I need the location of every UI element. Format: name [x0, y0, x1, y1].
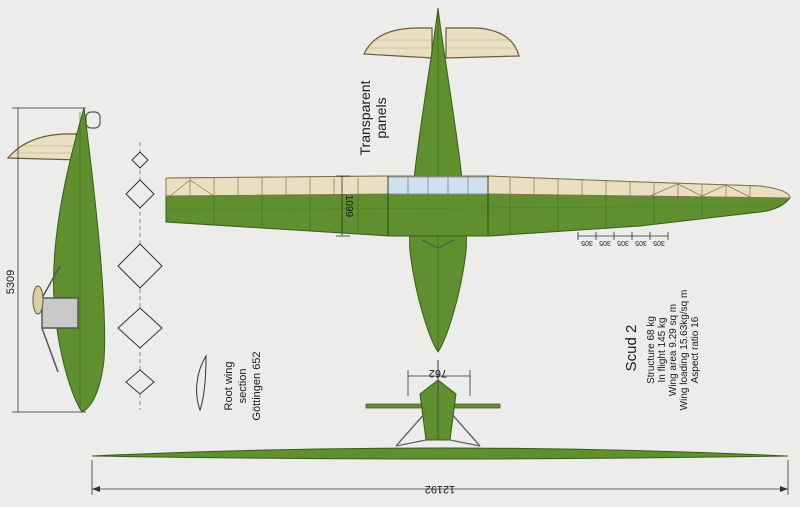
span-dimension-label: 12192: [425, 483, 456, 495]
rudder: [6, 133, 81, 161]
tailplane-left: [363, 27, 433, 59]
rib-spacing-label-3: 305: [617, 239, 629, 246]
transparent-panels: [387, 176, 489, 195]
plan-view: 1099 305 305 305 305 305 Transparent pan…: [165, 7, 791, 353]
length-dimension: 5309: [5, 107, 86, 413]
spec-line-structure: Structure 68 kg: [646, 316, 657, 384]
spec-line-aspect-ratio: Aspect ratio 16: [690, 316, 701, 383]
length-dimension-label: 5309: [5, 270, 17, 294]
chord-dimension-label: 1099: [343, 195, 354, 218]
side-view: 5309: [5, 107, 106, 413]
transparent-panels-label-line2: panels: [373, 97, 389, 138]
rib-spacing-dimensions: 305 305 305 305 305: [577, 232, 669, 246]
root-wing-section: Root wing section Göttingen 652: [196, 351, 263, 421]
root-wing-label-line1: Root wing: [223, 362, 235, 411]
span-dimension: 12192: [91, 460, 789, 495]
fuselage-sections: [117, 142, 163, 410]
rib-spacing-label-2: 305: [599, 239, 611, 246]
rib-spacing-label-5: 305: [653, 239, 665, 246]
root-wing-label-line3: Göttingen 652: [251, 351, 263, 420]
front-view: 762 12192: [91, 360, 789, 495]
spec-line-wing-loading: Wing loading 15.63kg/sq m: [679, 290, 690, 411]
chord-dimension: 1099: [336, 175, 354, 237]
aircraft-name: Scud 2: [623, 325, 640, 372]
airfoil-profile: [196, 354, 207, 412]
rib-spacing-label-1: 305: [581, 239, 593, 246]
front-wing: [91, 447, 789, 460]
tail-dimension: 762: [407, 367, 471, 396]
specifications-block: Scud 2 Structure 68 kg In flight 145 kg …: [623, 290, 701, 411]
spec-line-wing-area: Wing area 9.29 sq m: [668, 304, 679, 396]
transparent-panels-label-line1: Transparent: [357, 80, 373, 155]
rib-spacing-label-4: 305: [635, 239, 647, 246]
tail-dimension-label: 762: [429, 367, 447, 379]
spec-line-in-flight: In flight 145 kg: [657, 317, 668, 382]
root-wing-label-line2: section: [237, 369, 249, 404]
tailplane-right: [445, 27, 520, 59]
